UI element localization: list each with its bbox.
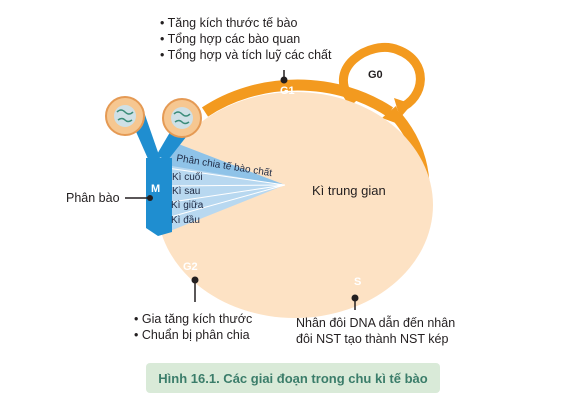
stage-metaphase-label: Kì giữa bbox=[171, 200, 204, 211]
cell-nucleus bbox=[114, 105, 136, 127]
g2-pin-dot bbox=[191, 276, 199, 284]
stage-anaphase-label: Kì sau bbox=[172, 186, 200, 197]
g0-arrow-head bbox=[394, 98, 412, 118]
m-divider bbox=[166, 167, 286, 186]
g1-note-3: • Tổng hợp và tích luỹ các chất bbox=[160, 48, 332, 62]
phan-bao-connector bbox=[125, 195, 153, 201]
g2-note-1: • Gia tăng kích thước bbox=[134, 312, 252, 326]
s-connector bbox=[351, 294, 359, 310]
daughter-cell-left bbox=[105, 96, 145, 136]
phase-m-label: M bbox=[151, 183, 160, 195]
phan-bao-label: Phân bào bbox=[66, 191, 120, 205]
g1-note-2: • Tổng hợp các bào quan bbox=[160, 32, 300, 46]
stage-prophase-label: Kì đầu bbox=[171, 214, 200, 226]
m-wedge bbox=[160, 140, 286, 235]
g2-note-2: • Chuẩn bị phân chia bbox=[134, 328, 250, 342]
ring-arc-top bbox=[201, 79, 394, 117]
g1-pin-dot bbox=[280, 76, 288, 84]
g1-note-1: • Tăng kích thước tế bào bbox=[160, 16, 297, 30]
phase-s-label: S bbox=[354, 276, 361, 288]
daughter-cell-right bbox=[162, 98, 202, 138]
stage-telophase-label: Kì cuối bbox=[172, 171, 203, 183]
g1-connector bbox=[280, 70, 288, 84]
g0-loop-arc bbox=[338, 42, 425, 113]
y-stem bbox=[146, 158, 172, 236]
g2-connector bbox=[191, 276, 199, 302]
s-pin-dot bbox=[351, 294, 359, 302]
interphase-area bbox=[157, 92, 433, 318]
cell-nucleus bbox=[171, 107, 193, 129]
interphase-label: Kì trung gian bbox=[312, 183, 386, 198]
s-note-2: đôi NST tạo thành NST kép bbox=[296, 332, 448, 346]
phase-g2-label: G2 bbox=[183, 261, 198, 273]
figure-caption: Hình 16.1. Các giai đoạn trong chu kì tế… bbox=[158, 370, 428, 386]
figure-caption-box: Hình 16.1. Các giai đoạn trong chu kì tế… bbox=[146, 363, 440, 393]
g0-loop bbox=[338, 42, 425, 118]
arrow-head-g1 bbox=[382, 106, 404, 126]
s-note-1: Nhân đôi DNA dẫn đến nhân bbox=[296, 315, 455, 330]
phase-g1-label: G1 bbox=[280, 85, 295, 97]
chromatin bbox=[116, 109, 134, 123]
m-divider bbox=[162, 184, 286, 220]
m-fan-stripe bbox=[166, 140, 285, 185]
phan-bao-dot bbox=[147, 195, 153, 201]
m-divider bbox=[164, 184, 286, 204]
phase-g0-label: G0 bbox=[368, 69, 383, 81]
chromatin bbox=[173, 111, 191, 125]
m-divider bbox=[165, 184, 286, 187]
